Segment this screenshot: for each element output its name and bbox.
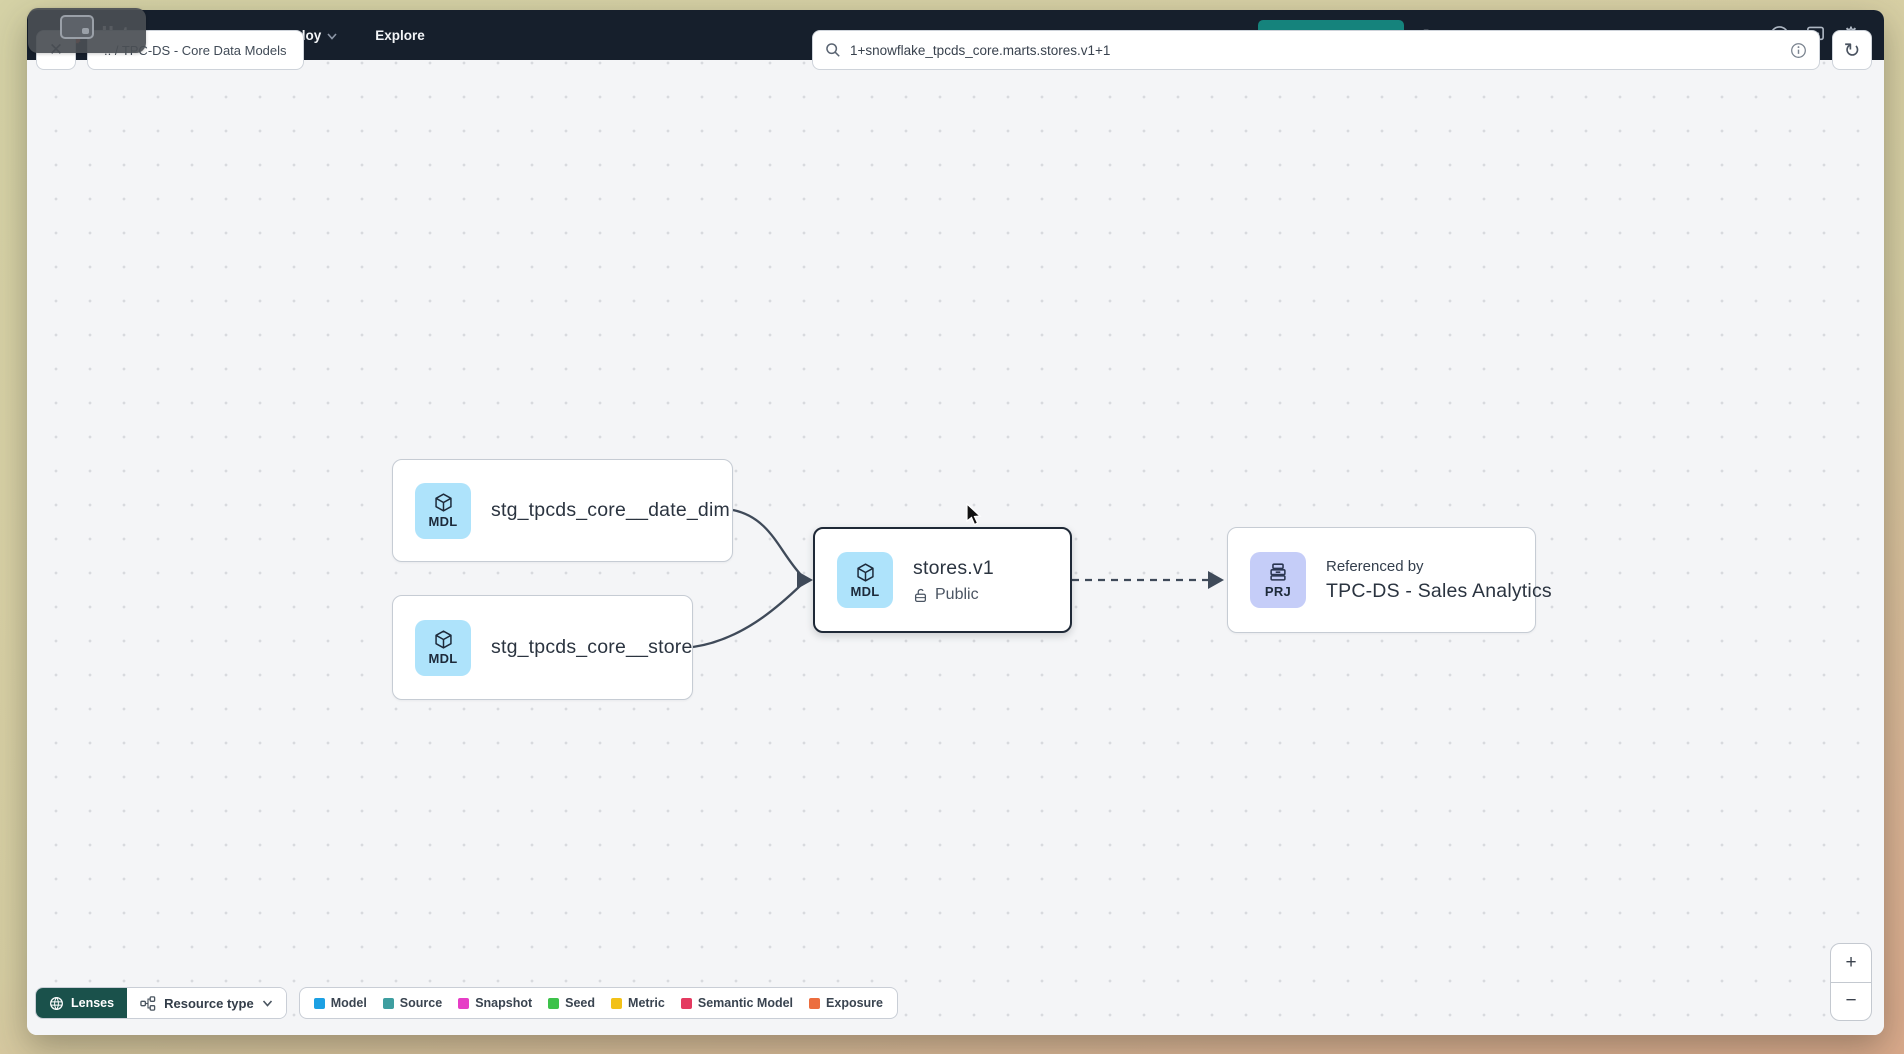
node-stg-tpcds-core-store[interactable]: MDL stg_tpcds_core__store	[392, 595, 693, 700]
legend-seed-label: Seed	[565, 996, 596, 1010]
legend-snapshot-label: Snapshot	[475, 996, 533, 1010]
legend-source-label: Source	[399, 996, 443, 1010]
selector-search-input[interactable]	[850, 42, 1781, 58]
chevron-down-icon	[262, 999, 272, 1007]
seed-swatch	[548, 997, 560, 1009]
snapshot-swatch	[458, 997, 470, 1009]
resource-type-label: Resource type	[164, 995, 254, 1011]
screen-overlay-pill	[28, 8, 146, 53]
refresh-button[interactable]: ↻	[1832, 30, 1872, 70]
semantic-model-swatch	[680, 997, 692, 1009]
cube-icon	[856, 562, 874, 582]
legend-metric: Metric	[611, 996, 665, 1010]
resource-badge: PRJ	[1264, 584, 1292, 599]
resource-type-dropdown[interactable]: Resource type	[127, 988, 286, 1018]
menu-explore[interactable]: Explore	[375, 28, 425, 43]
legend-metric-label: Metric	[628, 996, 665, 1010]
cube-icon	[434, 630, 452, 649]
lineage-canvas[interactable]: MDL stg_tpcds_core__date_dim MDL stg_tpc…	[27, 60, 1884, 1035]
legend-model: Model	[313, 996, 367, 1010]
node-label: TPC-DS - Sales Analytics	[1326, 579, 1552, 602]
model-swatch	[313, 997, 325, 1009]
lineage-search-bar	[812, 30, 1820, 70]
node-label: stores.v1	[913, 556, 994, 579]
resource-badge: MDL	[428, 651, 458, 666]
model-resource-icon: MDL	[837, 552, 893, 608]
node-stg-tpcds-core-date-dim[interactable]: MDL stg_tpcds_core__date_dim	[392, 459, 733, 562]
model-resource-icon: MDL	[415, 482, 471, 539]
access-row: Public	[913, 586, 994, 604]
node-label: stg_tpcds_core__date_dim	[491, 499, 730, 521]
legend-source: Source	[382, 996, 443, 1010]
node-tpcds-sales-analytics[interactable]: PRJ Referenced by TPC-DS - Sales Analyti…	[1227, 527, 1552, 633]
metric-swatch	[611, 997, 623, 1009]
zoom-out-button[interactable]: −	[1845, 990, 1857, 1012]
exposure-swatch	[809, 997, 821, 1009]
graph-icon	[140, 995, 156, 1011]
legend-semantic-model-label: Semantic Model	[697, 996, 794, 1010]
referenced-by-label: Referenced by	[1326, 557, 1424, 575]
edge-date-dim-to-stores	[732, 508, 803, 577]
access-label: Public	[935, 585, 979, 603]
cube-icon	[434, 493, 452, 512]
app-window: dbt Develop Deploy Explore Navigation pr…	[27, 10, 1884, 1035]
legend-exposure: Exposure	[809, 996, 883, 1010]
lineage-footer-controls: Lenses Resource type Model Source Snapsh…	[35, 987, 898, 1019]
chevron-down-icon	[327, 32, 337, 40]
node-label: stg_tpcds_core__store	[491, 636, 693, 658]
node-stores-v1[interactable]: MDL stores.v1 Public	[813, 527, 1072, 633]
info-icon[interactable]	[1790, 42, 1807, 59]
legend-semantic-model: Semantic Model	[680, 996, 794, 1010]
search-icon	[826, 43, 840, 57]
legend-snapshot: Snapshot	[458, 996, 532, 1010]
source-swatch	[382, 997, 394, 1009]
view-controls: Lenses Resource type	[35, 987, 287, 1019]
lenses-icon	[50, 996, 63, 1010]
resource-badge: MDL	[850, 583, 880, 599]
overlay-mini-icon	[60, 15, 94, 39]
edge-store-to-stores	[692, 584, 802, 649]
legend-model-label: Model	[330, 996, 367, 1010]
zoom-in-button[interactable]: +	[1831, 944, 1871, 983]
unlock-icon	[914, 588, 927, 602]
lineage-breadcrumb-label: .. / TPC-DS - Core Data Models	[104, 42, 287, 58]
model-resource-icon: MDL	[415, 619, 471, 676]
legend-exposure-label: Exposure	[826, 996, 883, 1010]
edge-arrowhead	[1208, 571, 1224, 589]
legend-seed: Seed	[548, 996, 595, 1010]
refresh-icon: ↻	[1843, 39, 1861, 62]
lenses-button[interactable]: Lenses	[36, 988, 128, 1018]
project-resource-icon: PRJ	[1250, 552, 1306, 608]
edge-arrowhead	[797, 571, 813, 589]
resource-legend: Model Source Snapshot Seed Metric Semant…	[298, 987, 898, 1019]
archive-drawers-icon	[1270, 563, 1286, 581]
resource-badge: MDL	[428, 514, 458, 529]
menu-explore-label: Explore	[375, 27, 425, 43]
zoom-controls: + −	[1830, 943, 1872, 1021]
lenses-label: Lenses	[71, 996, 115, 1010]
